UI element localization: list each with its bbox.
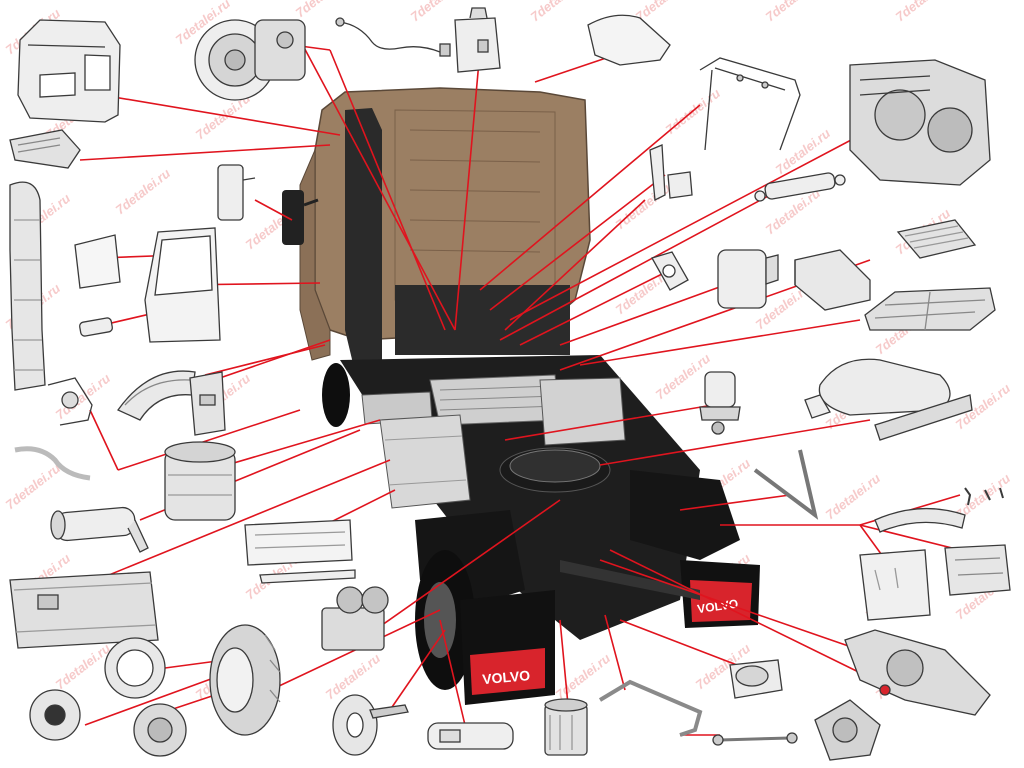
oil-filter-icon[interactable] — [544, 698, 588, 756]
truck-illustration: VOLVO VOLVO — [282, 87, 760, 705]
splash-panel-icon[interactable] — [859, 549, 931, 621]
rear-fender-icon[interactable] — [874, 507, 966, 533]
cab-frame-icon[interactable] — [699, 57, 801, 151]
watermark-text: 7detalei.ru — [653, 350, 714, 402]
watermark-text: 7detalei.ru — [293, 0, 354, 20]
watermark-text: 7detalei.ru — [763, 0, 824, 24]
door-glass-icon[interactable] — [74, 234, 121, 289]
roof-deflector-icon[interactable] — [587, 14, 671, 66]
washer-tank-icon[interactable] — [454, 7, 501, 73]
air-dryer-icon[interactable] — [699, 371, 741, 435]
adblue-tank-icon[interactable] — [717, 249, 779, 309]
mudflap-left-brand: VOLVO — [482, 667, 531, 687]
dpf-filter-icon[interactable] — [164, 441, 236, 521]
stabilizer-bar-icon[interactable] — [598, 679, 703, 737]
mudguard-icon[interactable] — [117, 370, 196, 421]
watermark-text: 7detalei.ru — [553, 650, 614, 702]
engine-icon[interactable] — [849, 59, 991, 186]
compressor-icon[interactable] — [321, 586, 389, 651]
watermark-text: 7detalei.ru — [3, 460, 64, 512]
wheel-rim-icon[interactable] — [104, 637, 166, 699]
shock-absorber-icon[interactable] — [754, 172, 846, 202]
gearbox-icon[interactable] — [194, 19, 306, 101]
tyre-icon[interactable] — [209, 624, 281, 736]
final-drive-icon[interactable] — [814, 699, 881, 761]
tank-right — [539, 377, 626, 446]
mudflap-left: VOLVO — [460, 590, 555, 705]
watermark-text: 7detalei.ru — [528, 0, 589, 24]
mudflap-right-brand: VOLVO — [696, 597, 739, 617]
rear-axle — [560, 560, 700, 600]
muffler-icon[interactable] — [50, 506, 149, 553]
wiring-harness-icon[interactable] — [335, 17, 451, 57]
v-stay-icon[interactable] — [753, 449, 819, 520]
pipe-icon[interactable] — [14, 446, 91, 481]
hub-cap-icon[interactable] — [29, 689, 81, 741]
battery-box-icon[interactable] — [794, 249, 871, 311]
door-icon[interactable] — [144, 227, 221, 343]
side-skirt-icon[interactable] — [244, 519, 356, 584]
watermark-text: 7detalei.ru — [893, 0, 954, 24]
cab-back-panels — [394, 109, 556, 301]
step-grating-icon[interactable] — [864, 287, 996, 331]
air-intake-icon[interactable] — [9, 129, 81, 169]
mudguard-bracket-icon[interactable] — [47, 377, 93, 426]
brake-disc-icon[interactable] — [332, 694, 409, 756]
battery-cover — [429, 374, 561, 426]
watermark-text: 7detalei.ru — [773, 125, 834, 177]
lamp-icon[interactable] — [427, 722, 514, 750]
cab-rear-lower — [395, 285, 570, 355]
truck-mirror — [282, 190, 319, 245]
air-spring-icon[interactable] — [729, 659, 783, 699]
mudflap-bracket-icon[interactable] — [944, 544, 1011, 596]
cab-shell-icon[interactable] — [17, 19, 121, 123]
watermark-text: 7detalei.ru — [53, 640, 114, 692]
tie-rod-icon[interactable] — [712, 732, 798, 746]
fifth-wheel-icon[interactable] — [804, 358, 973, 441]
clip-icon[interactable] — [964, 487, 1004, 506]
rear-fender-truck — [630, 470, 740, 560]
fuel-tank-icon[interactable] — [9, 571, 159, 649]
mirror-icon[interactable] — [217, 164, 256, 221]
parts-layer — [9, 7, 1011, 761]
fuel-tank-truck — [379, 414, 471, 509]
rubber-mount-icon[interactable] — [651, 251, 689, 291]
door-handle-icon[interactable] — [79, 317, 113, 337]
watermark-text: 7detalei.ru — [113, 165, 174, 217]
intake-stack — [345, 108, 382, 372]
fifth-wheel-truck — [499, 447, 611, 493]
bracket-icon[interactable] — [649, 144, 693, 202]
watermark-text: 7detalei.ru — [823, 470, 884, 522]
differential-icon[interactable] — [844, 629, 991, 716]
radiator-icon[interactable] — [896, 219, 977, 259]
air-duct-icon[interactable] — [9, 181, 46, 391]
watermark-text: 7detalei.ru — [53, 370, 114, 422]
step-bracket-icon[interactable] — [189, 371, 226, 436]
wheel-hub-icon[interactable] — [133, 703, 187, 757]
